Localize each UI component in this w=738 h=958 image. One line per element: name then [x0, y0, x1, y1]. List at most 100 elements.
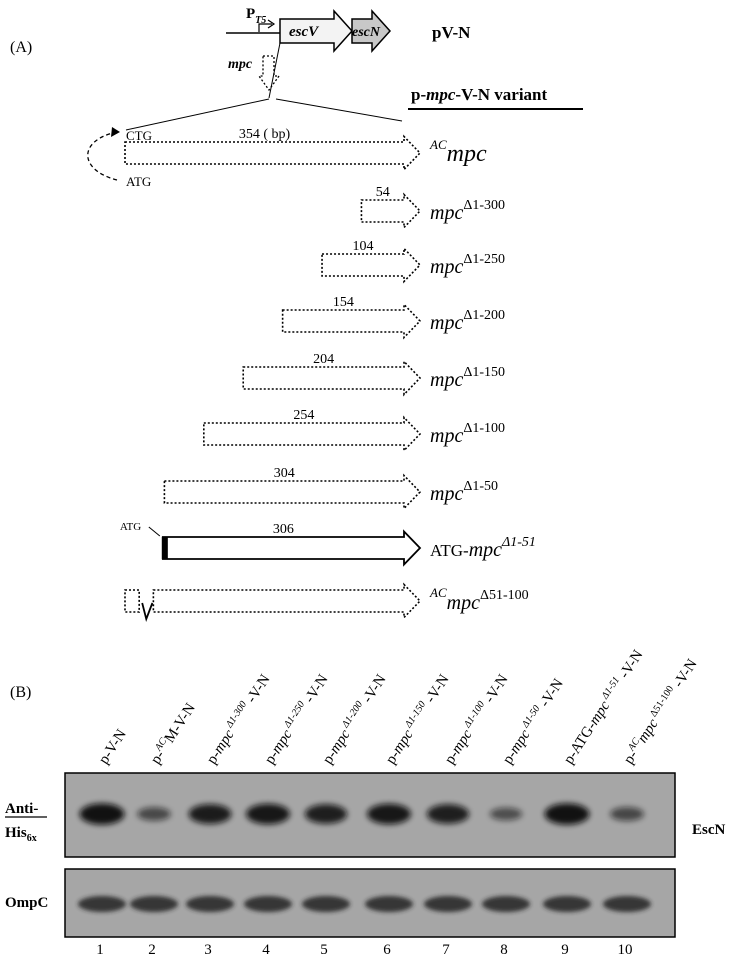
his-label: His6x	[5, 825, 37, 844]
escn-gene-arrow	[351, 9, 392, 53]
construct-size-label: 154	[333, 295, 354, 310]
ompc-band	[186, 896, 234, 912]
construct-size-label: 304	[274, 466, 295, 481]
panel-b-label: (B)	[10, 684, 31, 701]
construct-list: 354 ( bp) ACmpc 54 mpcΔ1-300 104 mpcΔ1-250 154…	[120, 127, 536, 622]
ompc-band	[78, 896, 126, 912]
lane-number: 9	[561, 942, 569, 958]
escn-band	[489, 807, 523, 821]
variant-header: p-mpc-V-N variant	[411, 85, 547, 104]
lane-label: p-V-N	[96, 727, 130, 768]
lane-number: 1	[96, 942, 104, 958]
construct-name: mpcΔ1-150	[430, 365, 505, 391]
lane-number: 5	[320, 942, 328, 958]
construct-row: 204 mpcΔ1-150	[242, 352, 505, 397]
lane-number: 4	[262, 942, 270, 958]
zoom-line-right	[275, 98, 403, 122]
construct-row: ACmpcΔ51-100	[124, 582, 529, 622]
construct-row: 304 mpcΔ1-50	[163, 466, 498, 511]
promoter-label: PT5	[246, 6, 266, 26]
lane-label: p-mpc Δ1-50 -V-N	[498, 675, 567, 767]
zoom-line-left	[125, 98, 270, 131]
construct-size-label: 204	[313, 352, 334, 367]
escn-band	[426, 804, 470, 824]
construct-name: mpcΔ1-250	[430, 252, 505, 278]
escn-band	[610, 807, 644, 821]
lane-number: 7	[442, 942, 450, 958]
construct-arrow	[203, 415, 422, 453]
lane-label: p-ACM-V-N	[146, 699, 199, 767]
escn-gene-label: escN	[352, 25, 381, 40]
plasmid-schematic: PT5 escV escN pV-N mpc p-mpc-V-N variant	[125, 6, 583, 131]
blot-bands	[78, 803, 651, 912]
construct-segment	[124, 589, 140, 613]
construct-arrow	[124, 134, 422, 172]
construct-name: mpcΔ1-200	[430, 308, 505, 334]
escn-band	[137, 807, 171, 821]
escn-band	[79, 803, 125, 825]
construct-arrow	[152, 582, 422, 620]
ompc-band	[603, 896, 651, 912]
construct-row: 54 mpcΔ1-300	[360, 185, 505, 230]
escn-band	[544, 803, 590, 825]
construct-size-label: 54	[376, 185, 390, 200]
mpc-insert-arrow	[257, 55, 281, 92]
lane-number: 6	[383, 942, 391, 958]
escn-band	[367, 803, 411, 825]
lane-number: 10	[618, 942, 633, 958]
construct-row: 354 ( bp) ACmpc	[124, 127, 487, 172]
mpc-insert-label: mpc	[228, 57, 253, 72]
construct-row: 104 mpcΔ1-250	[321, 239, 505, 284]
ompc-row-label: OmpC	[5, 895, 48, 911]
plasmid-name: pV-N	[432, 23, 471, 42]
construct-arrow	[161, 529, 422, 567]
construct-arrow	[360, 192, 422, 230]
insert-pointer-line	[268, 42, 281, 99]
ompc-band	[424, 896, 472, 912]
ompc-band	[365, 896, 413, 912]
construct-size-label: 354 ( bp)	[239, 127, 291, 142]
construct-row: 154 mpcΔ1-200	[281, 295, 505, 340]
lane-number: 8	[500, 942, 508, 958]
construct-name: mpcΔ1-50	[430, 479, 498, 505]
construct-size-label: 104	[353, 239, 374, 254]
ompc-band	[543, 896, 591, 912]
construct-name: ATG-mpcΔ1-51	[430, 535, 536, 561]
lane-label: p-mpc Δ1-100 -V-N	[440, 671, 511, 768]
loop-arrow	[87, 131, 118, 181]
escn-band	[304, 804, 348, 824]
start-codon-loop: CTG ATG	[87, 127, 152, 189]
escn-band	[188, 804, 232, 824]
construct-size-label: 306	[273, 522, 294, 537]
escn-band-label: EscN	[692, 822, 726, 838]
escv-gene-arrow	[279, 9, 354, 53]
lane-label: p-mpc Δ1-150 -V-N	[381, 671, 452, 768]
lane-number: 2	[148, 942, 156, 958]
escn-band	[246, 803, 290, 825]
ompc-band	[130, 896, 178, 912]
construct-name: ACmpcΔ51-100	[429, 585, 529, 614]
construct-name: ACmpc	[429, 137, 487, 167]
atg-start-label: ATG	[120, 521, 141, 533]
loop-arrow-head	[111, 127, 120, 137]
lane-label: p-mpc Δ1-300 -V-N	[202, 671, 273, 768]
construct-arrow	[242, 359, 422, 397]
ompc-band	[302, 896, 350, 912]
construct-arrow	[281, 302, 422, 340]
promoter-arrow	[258, 23, 272, 32]
construct-arrow	[163, 473, 422, 511]
escv-gene-label: escV	[289, 24, 320, 40]
lane-label: p-mpc Δ1-200 -V-N	[318, 671, 389, 768]
lane-label: p-mpc Δ1-250 -V-N	[260, 671, 331, 768]
atg-start-block	[161, 537, 168, 559]
construct-name: mpcΔ1-300	[430, 198, 505, 224]
ompc-band	[482, 896, 530, 912]
construct-size-label: 254	[293, 408, 314, 423]
anti-label: Anti-	[5, 801, 38, 817]
ompc-band	[244, 896, 292, 912]
